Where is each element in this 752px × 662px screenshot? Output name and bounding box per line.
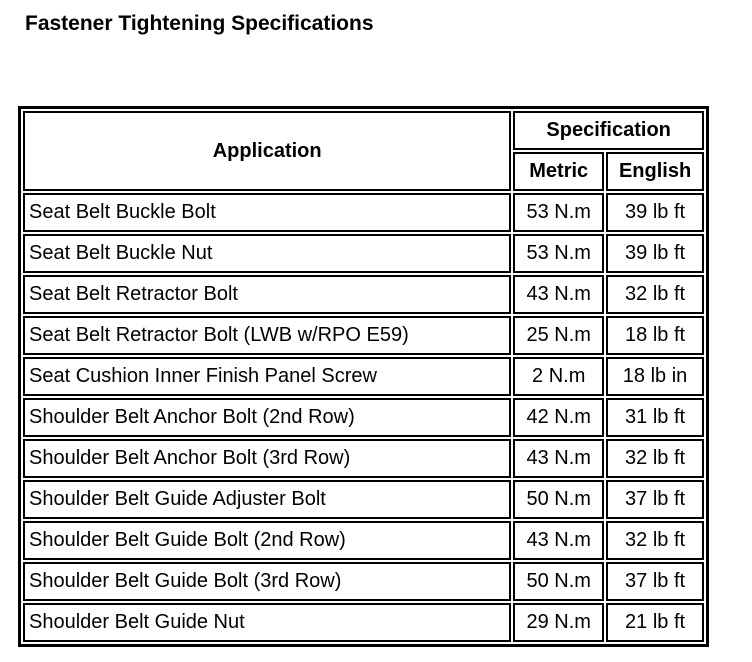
table-row: Seat Cushion Inner Finish Panel Screw 2 …	[23, 357, 704, 396]
application-cell: Shoulder Belt Guide Nut	[23, 603, 512, 642]
english-value-cell: 39 lb ft	[606, 193, 704, 232]
english-value-cell: 31 lb ft	[606, 398, 704, 437]
english-value-cell: 37 lb ft	[606, 562, 704, 601]
application-cell: Shoulder Belt Anchor Bolt (3rd Row)	[23, 439, 512, 478]
application-cell: Seat Belt Buckle Bolt	[23, 193, 512, 232]
english-value-cell: 18 lb in	[606, 357, 704, 396]
table-row: Seat Belt Retractor Bolt 43 N.m 32 lb ft	[23, 275, 704, 314]
table-row: Shoulder Belt Guide Bolt (3rd Row) 50 N.…	[23, 562, 704, 601]
english-value-cell: 39 lb ft	[606, 234, 704, 273]
application-cell: Seat Belt Retractor Bolt	[23, 275, 512, 314]
english-value-cell: 18 lb ft	[606, 316, 704, 355]
fastener-spec-table: Application Specification Metric English…	[18, 106, 709, 647]
metric-value-cell: 50 N.m	[513, 562, 605, 601]
header-row-units: Metric English	[23, 152, 704, 191]
metric-value-cell: 50 N.m	[513, 480, 605, 519]
application-cell: Shoulder Belt Guide Bolt (2nd Row)	[23, 521, 512, 560]
english-value-cell: 32 lb ft	[606, 275, 704, 314]
metric-value-cell: 25 N.m	[513, 316, 605, 355]
application-cell: Seat Belt Buckle Nut	[23, 234, 512, 273]
english-header-cell: English	[606, 152, 704, 191]
application-cell: Shoulder Belt Guide Bolt (3rd Row)	[23, 562, 512, 601]
table-row: Seat Belt Retractor Bolt (LWB w/RPO E59)…	[23, 316, 704, 355]
application-cell: Shoulder Belt Guide Adjuster Bolt	[23, 480, 512, 519]
english-value-cell: 21 lb ft	[606, 603, 704, 642]
header-row-specification: Application Specification	[23, 111, 704, 191]
table-row: Shoulder Belt Guide Adjuster Bolt 50 N.m…	[23, 480, 704, 519]
page-title: Fastener Tightening Specifications	[25, 12, 374, 35]
metric-header-cell: Metric	[513, 152, 605, 191]
application-header-cell: Application	[23, 111, 512, 191]
table-row: Shoulder Belt Anchor Bolt (3rd Row) 43 N…	[23, 439, 704, 478]
english-value-cell: 37 lb ft	[606, 480, 704, 519]
table-row: Shoulder Belt Guide Bolt (2nd Row) 43 N.…	[23, 521, 704, 560]
english-value-cell: 32 lb ft	[606, 439, 704, 478]
english-value-cell: 32 lb ft	[606, 521, 704, 560]
table-row: Seat Belt Buckle Nut 53 N.m 39 lb ft	[23, 234, 704, 273]
metric-value-cell: 53 N.m	[513, 193, 605, 232]
metric-value-cell: 43 N.m	[513, 439, 605, 478]
specification-header-cell: Specification	[513, 111, 704, 150]
table-row: Seat Belt Buckle Bolt 53 N.m 39 lb ft	[23, 193, 704, 232]
metric-value-cell: 29 N.m	[513, 603, 605, 642]
application-cell: Seat Cushion Inner Finish Panel Screw	[23, 357, 512, 396]
metric-value-cell: 43 N.m	[513, 275, 605, 314]
table-row: Shoulder Belt Anchor Bolt (2nd Row) 42 N…	[23, 398, 704, 437]
metric-value-cell: 2 N.m	[513, 357, 605, 396]
metric-value-cell: 53 N.m	[513, 234, 605, 273]
application-cell: Seat Belt Retractor Bolt (LWB w/RPO E59)	[23, 316, 512, 355]
application-cell: Shoulder Belt Anchor Bolt (2nd Row)	[23, 398, 512, 437]
metric-value-cell: 43 N.m	[513, 521, 605, 560]
table-row: Shoulder Belt Guide Nut 29 N.m 21 lb ft	[23, 603, 704, 642]
metric-value-cell: 42 N.m	[513, 398, 605, 437]
